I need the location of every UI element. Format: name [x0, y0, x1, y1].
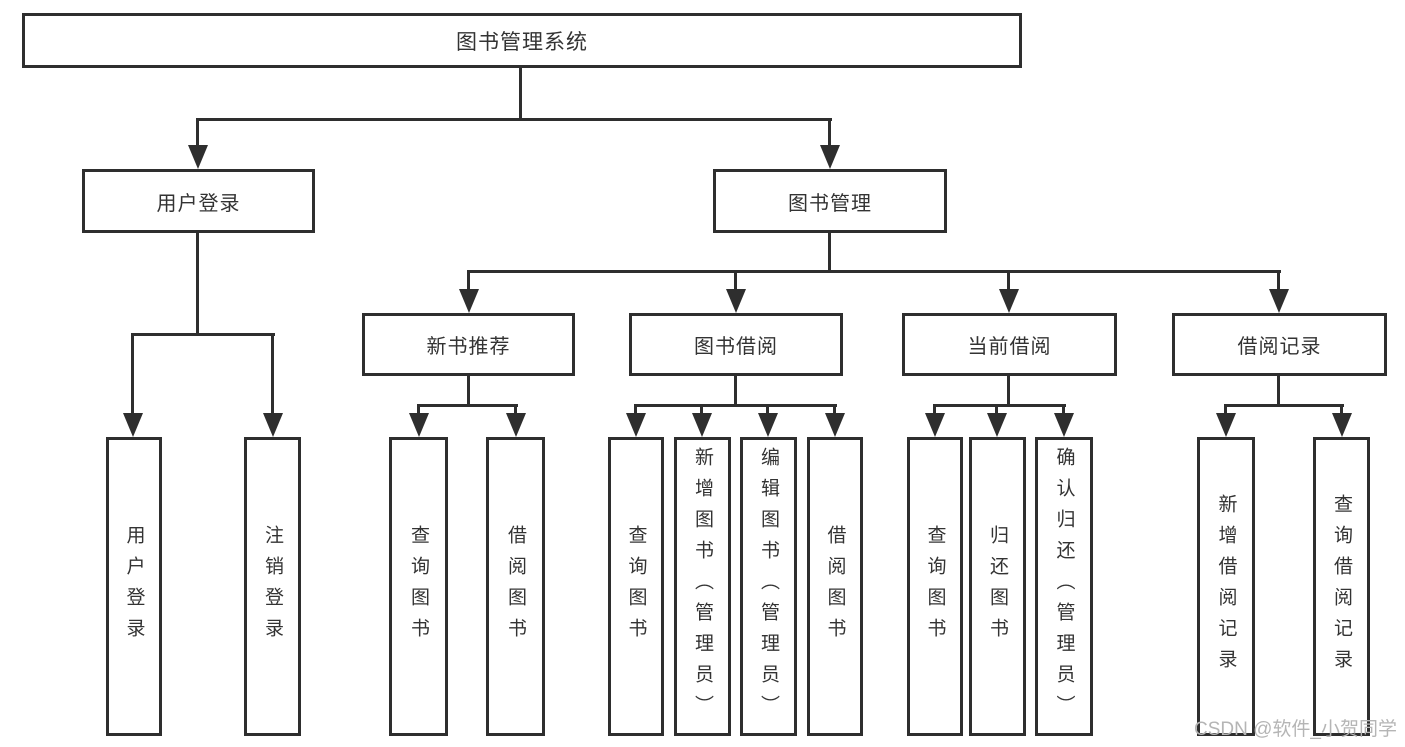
- connector-shaft: [634, 404, 637, 416]
- leaf-user-login-label: 用户登录: [123, 524, 145, 649]
- connector-level2-rail: [196, 118, 832, 121]
- arrowhead-down-icon: [987, 413, 1007, 437]
- leaf-bb-query-books-label: 查询图书: [625, 524, 647, 649]
- connector-shaft: [271, 333, 274, 415]
- leaf-nbr-query-books: 查询图书: [389, 437, 448, 736]
- leaf-br-query-record: 查询借阅记录: [1313, 437, 1370, 736]
- arrowhead-down-icon: [1332, 413, 1352, 437]
- connector-br-rail: [1224, 404, 1344, 407]
- connector-shaft: [700, 404, 703, 416]
- connector-user-login-rail: [131, 333, 275, 336]
- arrowhead-down-icon: [825, 413, 845, 437]
- connector-shaft: [766, 404, 769, 416]
- connector-user-login-drop: [196, 233, 199, 336]
- connector-root-drop: [519, 66, 522, 121]
- arrowhead-down-icon: [506, 413, 526, 437]
- leaf-bb-query-books: 查询图书: [608, 437, 664, 736]
- node-book-borrow: 图书借阅: [629, 313, 843, 376]
- arrowhead-down-icon: [820, 145, 840, 169]
- arrowhead-down-icon: [758, 413, 778, 437]
- leaf-cb-return-books-label: 归还图书: [987, 524, 1008, 649]
- leaf-cb-confirm-return-admin: 确认归还（管理员）: [1035, 437, 1093, 736]
- leaf-bb-add-books-admin-label: 新增图书（管理员）: [692, 447, 713, 726]
- connector-br-drop: [1277, 376, 1280, 407]
- arrowhead-down-icon: [692, 413, 712, 437]
- leaf-bb-add-books-admin: 新增图书（管理员）: [674, 437, 731, 736]
- leaf-cb-return-books: 归还图书: [969, 437, 1026, 736]
- leaf-cb-query-books: 查询图书: [907, 437, 963, 736]
- node-borrow-record: 借阅记录: [1172, 313, 1387, 376]
- connector-shaft: [828, 118, 831, 148]
- connector-nbr-rail: [417, 404, 518, 407]
- csdn-watermark: CSDN @软件_小贺同学: [1194, 719, 1397, 740]
- node-new-book-recommend-label: 新书推荐: [426, 336, 511, 358]
- connector-shaft: [1277, 270, 1280, 292]
- arrowhead-down-icon: [459, 289, 479, 313]
- node-book-management-label: 图书管理: [788, 192, 872, 215]
- arrowhead-down-icon: [925, 413, 945, 437]
- arrowhead-down-icon: [263, 413, 283, 437]
- connector-shaft: [995, 404, 998, 416]
- node-book-borrow-label: 图书借阅: [694, 336, 778, 358]
- connector-shaft: [196, 118, 199, 148]
- connector-level3-rail: [467, 270, 1281, 273]
- node-user-login: 用户登录: [82, 169, 315, 233]
- leaf-cb-query-books-label: 查询图书: [924, 524, 946, 649]
- leaf-nbr-query-books-label: 查询图书: [408, 524, 429, 649]
- arrowhead-down-icon: [123, 413, 143, 437]
- connector-shaft: [131, 333, 134, 415]
- connector-shaft: [833, 404, 836, 416]
- node-current-borrow-label: 当前借阅: [967, 336, 1052, 358]
- connector-bb-drop: [734, 376, 737, 407]
- arrowhead-down-icon: [726, 289, 746, 313]
- connector-shaft: [1007, 270, 1010, 292]
- node-new-book-recommend: 新书推荐: [362, 313, 575, 376]
- connector-cb-rail: [933, 404, 1066, 407]
- arrowhead-down-icon: [188, 145, 208, 169]
- leaf-br-query-record-label: 查询借阅记录: [1331, 493, 1352, 680]
- arrowhead-down-icon: [626, 413, 646, 437]
- node-current-borrow: 当前借阅: [902, 313, 1117, 376]
- connector-book-management-drop: [828, 233, 831, 273]
- arrowhead-down-icon: [409, 413, 429, 437]
- connector-shaft: [1224, 404, 1227, 416]
- leaf-nbr-borrow-books: 借阅图书: [486, 437, 545, 736]
- leaf-nbr-borrow-books-label: 借阅图书: [505, 524, 526, 649]
- connector-nbr-drop: [467, 376, 470, 407]
- connector-shaft: [417, 404, 420, 416]
- leaf-br-add-record: 新增借阅记录: [1197, 437, 1255, 736]
- leaf-bb-borrow-books: 借阅图书: [807, 437, 863, 736]
- leaf-bb-edit-books-admin: 编辑图书（管理员）: [740, 437, 797, 736]
- node-book-management: 图书管理: [713, 169, 947, 233]
- leaf-bb-borrow-books-label: 借阅图书: [824, 524, 846, 649]
- leaf-logout-label: 注销登录: [262, 524, 283, 649]
- leaf-bb-edit-books-admin-label: 编辑图书（管理员）: [758, 447, 779, 726]
- arrowhead-down-icon: [999, 289, 1019, 313]
- arrowhead-down-icon: [1216, 413, 1236, 437]
- leaf-user-login: 用户登录: [106, 437, 162, 736]
- leaf-br-add-record-label: 新增借阅记录: [1215, 493, 1237, 680]
- leaf-logout: 注销登录: [244, 437, 301, 736]
- node-root: 图书管理系统: [22, 13, 1022, 68]
- connector-shaft: [933, 404, 936, 416]
- connector-shaft: [467, 270, 470, 292]
- connector-bb-rail: [634, 404, 837, 407]
- connector-shaft: [514, 404, 517, 416]
- node-root-label: 图书管理系统: [456, 30, 588, 54]
- node-user-login-label: 用户登录: [156, 192, 241, 215]
- leaf-cb-confirm-return-admin-label: 确认归还（管理员）: [1053, 447, 1075, 726]
- arrowhead-down-icon: [1269, 289, 1289, 313]
- connector-shaft: [734, 270, 737, 292]
- connector-shaft: [1340, 404, 1343, 416]
- connector-cb-drop: [1007, 376, 1010, 407]
- node-borrow-record-label: 借阅记录: [1237, 336, 1322, 358]
- arrowhead-down-icon: [1054, 413, 1074, 437]
- connector-shaft: [1062, 404, 1065, 416]
